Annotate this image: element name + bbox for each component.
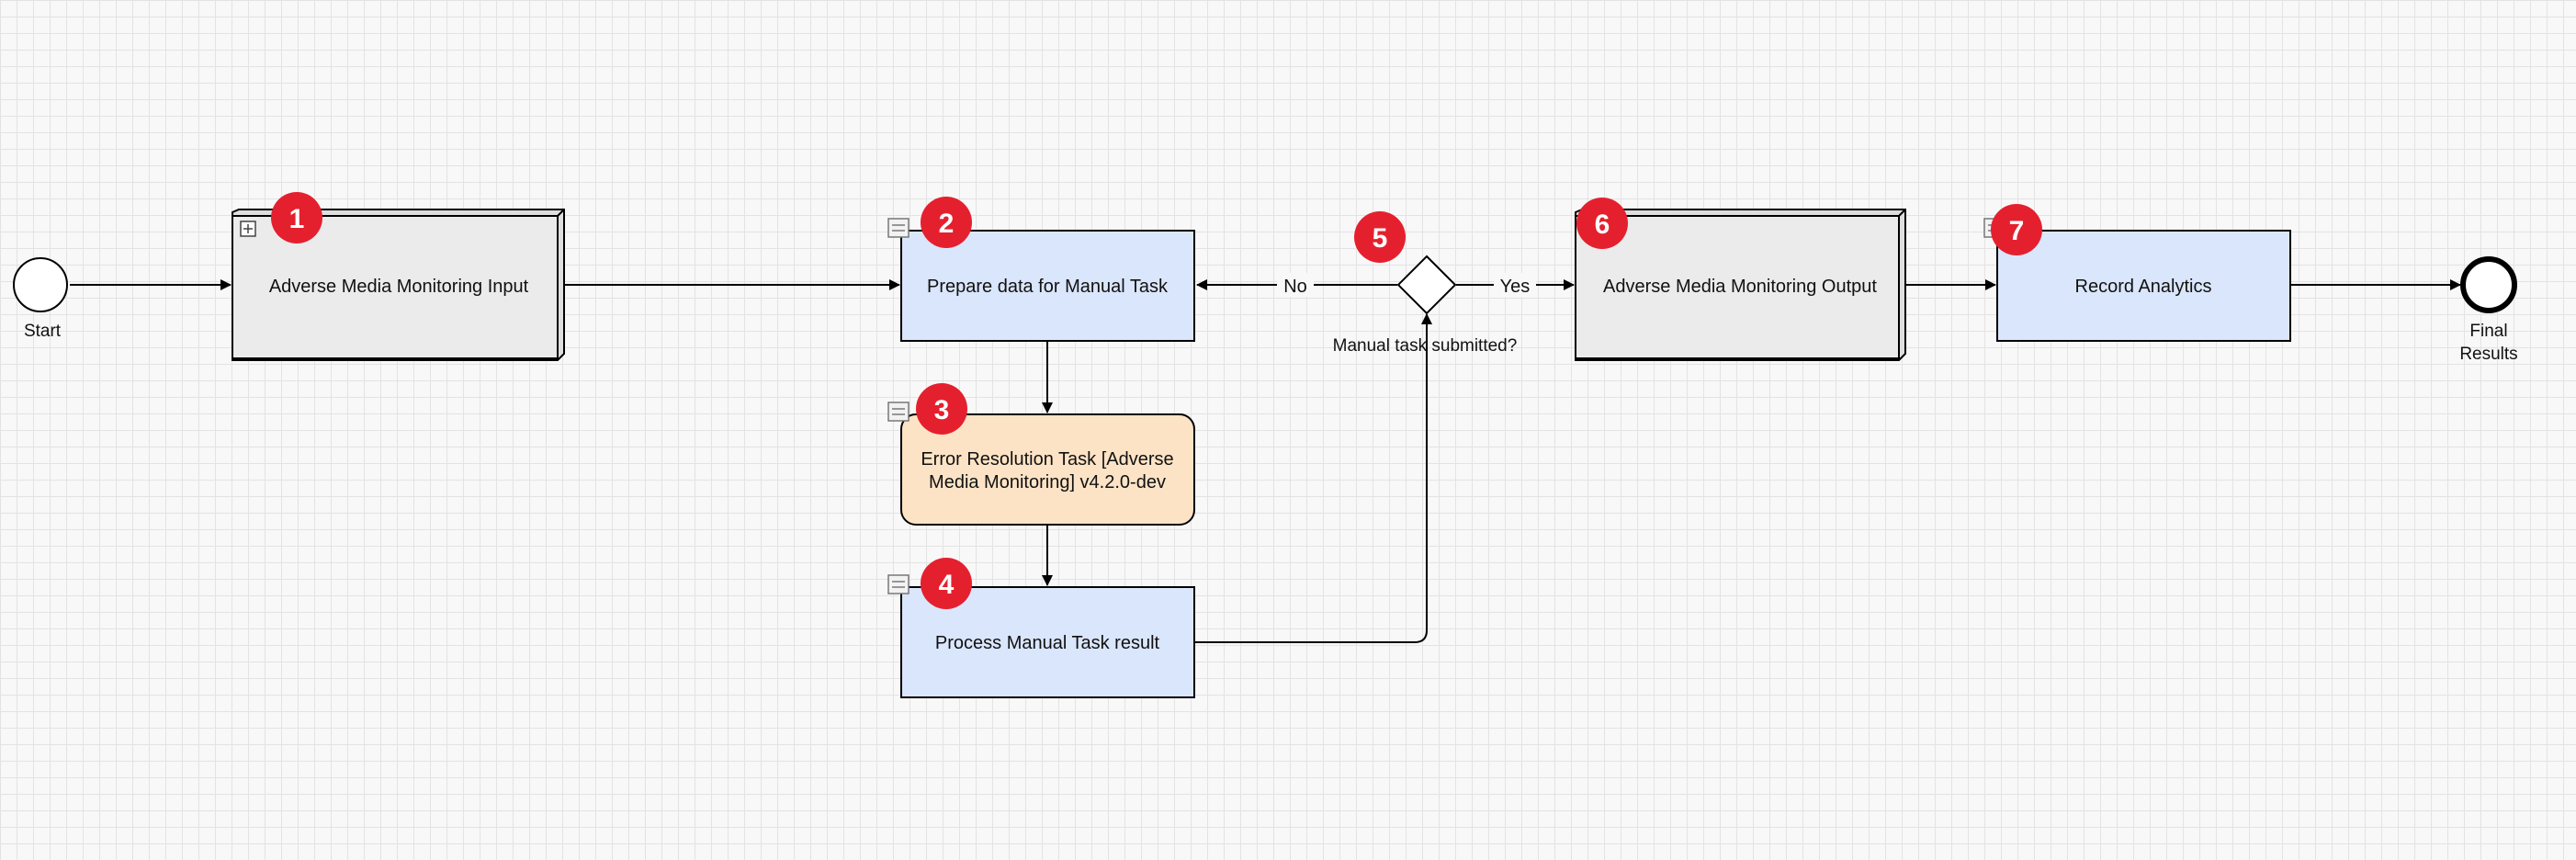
step-badge-6: 6: [1576, 198, 1628, 249]
edge-label-yes: Yes: [1500, 277, 1531, 297]
start-label: Start: [24, 322, 62, 341]
subprocess-adverse-media-input[interactable]: [232, 209, 565, 361]
task-error-resolution[interactable]: [900, 413, 1195, 526]
exclusive-gateway[interactable]: [1396, 255, 1457, 315]
end-label-line1: Final: [2469, 322, 2507, 341]
svg-text:4: 4: [939, 570, 955, 600]
step-badge-3: 3: [916, 383, 967, 435]
input-label: Adverse Media Monitoring Input: [269, 277, 529, 297]
edge-label-no: No: [1283, 277, 1307, 297]
yes-label-bg: [1494, 273, 1536, 297]
svg-text:5: 5: [1373, 223, 1388, 254]
error-label-line1: Error Resolution Task [Adverse: [921, 449, 1173, 470]
step-badge-4: 4: [921, 558, 972, 609]
start-event[interactable]: [13, 257, 68, 312]
service-task-icon: [887, 574, 910, 594]
collapsed-subprocess-icon: [240, 221, 256, 237]
svg-text:7: 7: [2009, 216, 2025, 246]
task-prepare-data[interactable]: [900, 230, 1195, 342]
step-badge-2: 2: [921, 197, 972, 248]
gateway-label: Manual task submitted?: [1333, 336, 1518, 356]
error-label-line2: Media Monitoring] v4.2.0-dev: [929, 472, 1166, 492]
end-label-line2: Results: [2459, 345, 2517, 364]
step-badge-7: 7: [1991, 204, 2042, 255]
svg-text:3: 3: [934, 395, 950, 425]
service-task-icon: [887, 402, 910, 422]
process-label: Process Manual Task result: [935, 633, 1160, 653]
edge-process-to-gateway[interactable]: [1195, 313, 1432, 643]
service-task-icon: [887, 218, 910, 238]
step-badge-1: 1: [271, 192, 322, 243]
svg-text:1: 1: [289, 204, 305, 234]
end-event[interactable]: [2460, 256, 2517, 313]
analytics-label: Record Analytics: [2075, 277, 2212, 297]
svg-text:2: 2: [939, 209, 955, 239]
output-label: Adverse Media Monitoring Output: [1603, 277, 1877, 297]
subprocess-adverse-media-output[interactable]: [1575, 209, 1906, 361]
step-badge-5: 5: [1354, 211, 1406, 263]
svg-text:6: 6: [1595, 209, 1610, 240]
no-label-bg: [1277, 273, 1314, 297]
task-record-analytics[interactable]: [1996, 230, 2291, 342]
prepare-label: Prepare data for Manual Task: [927, 277, 1169, 297]
